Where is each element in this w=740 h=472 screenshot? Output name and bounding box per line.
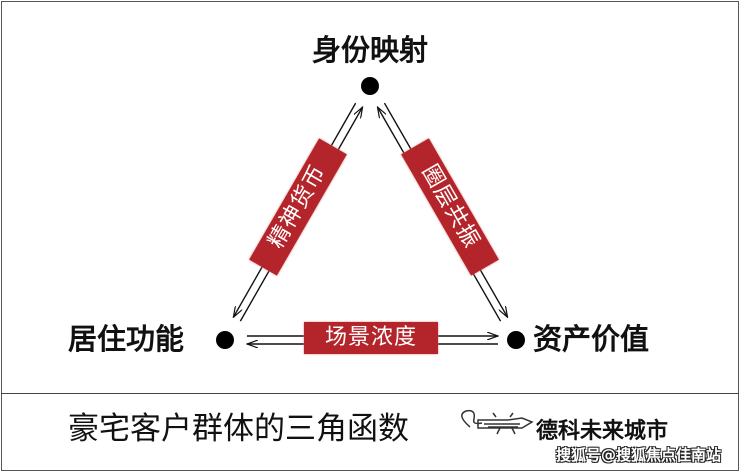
node-label-top: 身份映射 xyxy=(312,33,429,67)
node-dot-left xyxy=(216,331,234,349)
node-label-left: 居住功能 xyxy=(68,322,185,356)
edge-label-bottom: 场景浓度 xyxy=(304,322,438,354)
watermark: 搜狐号@搜狐焦点佳南站 xyxy=(556,446,722,464)
brand-name: 德科未来城市 xyxy=(536,419,669,444)
node-dot-top xyxy=(361,77,379,95)
node-label-right: 资产价值 xyxy=(533,322,650,356)
caption-title: 豪宅客户群体的三角函数 xyxy=(68,411,409,447)
caption-divider xyxy=(1,393,739,394)
node-dot-right xyxy=(507,331,525,349)
